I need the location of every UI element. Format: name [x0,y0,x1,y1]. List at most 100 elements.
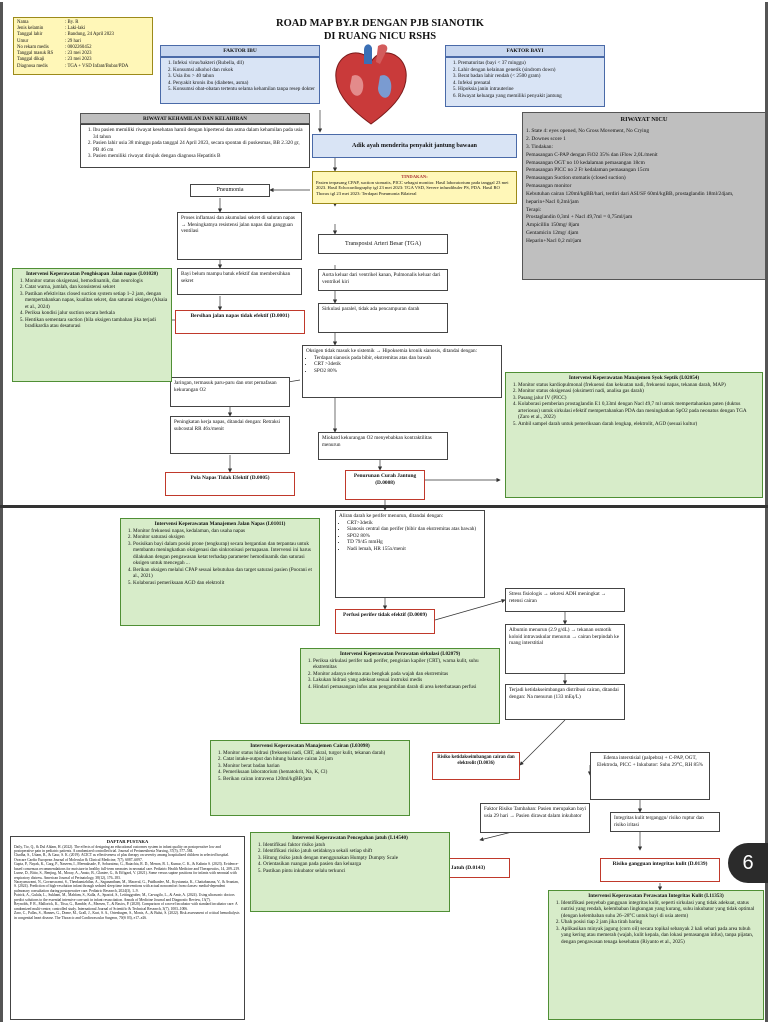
heart-illustration [326,42,416,132]
intervensi-sirkulasi-list: Periksa sirkulasi perifer nadi perifer, … [304,658,496,691]
patient-info-row: Jenis kelamin: Laki-laki [17,26,149,32]
faktor-bayi-item: Prematuritas (bayi < 37 minggu) [458,60,601,67]
patient-info-row: No rekam medis: 0002260452 [17,45,149,51]
riwayat-nicu-line: Prostaglandin 0,3ml + Nacl 49,7ml = 0,75… [526,214,633,221]
ketidakseimbangan-distribusi-node: Terjadi ketidakseimbangan distribusi cai… [505,684,625,720]
patient-info-row: Tanggal lahir: Bandung, 24 April 2023 [17,32,149,38]
riwayat-kehamilan-item: Pasien lahir usia 38 minggu pada tanggal… [93,140,306,153]
tindakan-text: Pasien terpasang CPAP, suction stomatis,… [316,179,509,197]
miokard-node: Miokard kekurangan O2 menyebabkan kontra… [318,432,448,460]
intervensi-item: Identifikasi penyebab gangguan integrita… [561,900,760,920]
intervensi-item: Kolaborasi pemberian prostaglandin E1 0,… [518,401,759,421]
intervensi-manajemen-jalan-napas-list: Monitor frekuensi napas, kedalaman, dan … [124,528,316,587]
pneumonia-node: Pneumonia [190,184,270,197]
patient-info-value: : 0002260452 [65,44,92,50]
tindakan-box: TINDAKAN: Pasien terpasang CPAP, suction… [312,171,517,204]
oksigen-node: Oksigen tidak masuk ke sistemik → Hipoks… [302,345,502,398]
faktor-ibu-item: Penyakit kronis ibu (diabetes, asma) [173,80,316,87]
daftar-pustaka-entry: Narayanswami, N., Govanswami, S., Thenka… [14,880,239,893]
daftar-pustaka-entry: Daily, Tio, Q., & Dul Ahlam, H. (2022). … [14,844,221,853]
patient-info-value: : By. R [65,20,79,25]
aliran-darah-node: Aliran darah ke perifer menurun, ditanda… [335,510,485,598]
intervensi-sirkulasi-title: Intervensi Keperawatan Perawatan sirkula… [339,651,461,657]
diagnosis-pola-napas: Pola Napas Tidak Efektif (D.0005) [165,472,295,496]
riwayat-nicu-line: Gentamicin 12mg/ 4jam [526,230,579,237]
faktor-bayi-item: Lahir dengan kelainan genetik (sindrom d… [458,67,601,74]
faktor-bayi-box: Prematuritas (bayi < 37 minggu)Lahir den… [445,57,605,107]
faktor-bayi-item: Riwayat keluarga yang memiliki penyakit … [458,93,601,100]
patient-info-label: Nama [17,20,29,25]
intervensi-penghisapan-title: Intervensi Keperawatan Penghisapan Jalan… [25,271,158,277]
riwayat-nicu-line: Pemasangan OGT no 10 kedalaman pemasanga… [526,159,645,166]
diagnosis-penurunan-curah-jantung: Penurunan Curah Jantung (D.0008) [345,470,425,500]
faktor-risiko-node: Faktor Risiko Tambahan: Pasien merupakan… [480,803,590,833]
daftar-pustaka-title: DAFTAR PUSTAKA [106,839,149,844]
intervensi-item: Monitor berat badan harian [223,763,406,770]
daftar-pustaka-entry: Patrick, A., Gulala, L., Sukhani, M., Ma… [14,893,235,902]
faktor-ibu-item: Konsumsi obat-obatan tertentu selama keh… [173,86,316,93]
oksigen-item: CRT >3detik [314,361,498,368]
oksigen-item: Terdapat sianosis pada bibir, ekstremita… [314,355,498,362]
patient-info-value: : Laki-laki [65,26,86,32]
faktor-ibu-list: Infeksi virus/bakteri (Rubella, dll)Kons… [164,60,316,93]
patient-info-value: : TGA + VSD Infant/Bubar/PDA [65,63,129,69]
riwayat-nicu-line: 1. State 4: eyes opened, No Gross Moveme… [526,128,650,135]
diagnosis-perfusi-perifer: Perfusi perifer tidak efektif (D.0009) [335,609,435,634]
daftar-pustaka-box: DAFTAR PUSTAKA Daily, Tio, Q., & Dul Ahl… [10,836,245,1020]
intervensi-manajemen-cairan-box: Intervensi Keperawatan Manajemen Cairan … [210,740,410,816]
faktor-bayi-item: Berat badan lahir rendah (< 2500 gram) [458,73,601,80]
diagnosis-risiko-integritas-kulit: Risiko gangguan integritas kulit (D.0139… [600,858,720,882]
daftar-pustaka-list: Daily, Tio, Q., & Dul Ahlam, H. (2022). … [14,845,241,920]
riwayat-nicu-line: Pemasangan monitor [526,183,572,190]
patient-info-label: Diagnosa medis [17,63,48,69]
intervensi-item: Berikan cairan intravena 120ml/kgBB/jam [223,776,406,783]
jaringan-node: Jaringan, termasuk paru-paru dan otot pe… [170,377,290,407]
intervensi-item: Lakukan hidrasi yang adekuat sesuai inst… [313,677,496,684]
intervensi-penghisapan-box: Intervensi Keperawatan Penghisapan Jalan… [12,268,172,382]
daftar-pustaka-entry: Reynolds, P. R., Mallorick, K., Titsu, G… [14,902,238,911]
intervensi-item: Ambil sampel darah untuk pemeriksaan dar… [518,421,759,428]
riwayat-nicu-line: 3. Tindakan: [526,143,553,150]
bayi-belum-node: Bayi belum mampu batuk efektif dan membe… [177,268,302,295]
roadmap-subtitle: DI RUANG NICU RSHS [323,31,437,42]
faktor-bayi-list: Prematuritas (bayi < 37 minggu)Lahir den… [449,60,601,99]
aliran-darah-item: CRT>3detik [347,520,481,527]
patient-info-row: Tanggal dikaji: 23 mei 2023 [17,57,149,63]
tindakan-title: TINDAKAN: [401,174,428,179]
riwayat-nicu-line: Heparin+Nacl 0,2 ml/jam [526,237,582,244]
intervensi-item: Aplikasikan minyak jagung (corn oil) sec… [561,926,760,946]
intervensi-item: Catat intake-output dan hitung balance c… [223,756,406,763]
transposisi-node: Transposisi Arteri Besar (TGA) [318,234,448,254]
patient-info-label: Tanggal dikaji [17,57,45,63]
intervensi-item: Periksa kondisi jalur suction secara ber… [25,310,168,317]
sirkulasi-node: Sirkulasi paralel, tidak ada pencampuran… [318,303,448,333]
patient-info-label: Tanggal masuk RS [17,51,54,57]
riwayat-nicu-line: Pemasangan C-PAP dengan FiO2 35% dan iFl… [526,151,658,158]
intervensi-integritas-kulit-list: Identifikasi penyebab gangguan integrita… [552,900,760,946]
intervensi-item: Identifikasi risiko jatuh setidaknya sek… [263,848,446,855]
faktor-bayi-item: Hipoksia janin intrauterine [458,86,601,93]
oksigen-text: Oksigen tidak masuk ke sistemik → Hipoks… [306,348,478,354]
aliran-darah-list: CRT>3detikSianosis central dan perifer (… [339,520,481,553]
riwayat-nicu-line: Terapi: [526,206,542,213]
intervensi-penghisapan-list: Monitor status oksigenasi, hemodinamik, … [16,278,168,330]
albumin-node: Albumin menurun (2.9 g/dL) → tekanan osm… [505,624,625,674]
faktor-bayi-title: FAKTOR BAYI [445,45,605,57]
intervensi-item: Hitung risiko jatuh dengan menggunakan H… [263,855,446,862]
faktor-ibu-item: Usia ibu > 40 tahun [173,73,316,80]
intervensi-syok-septik-title: Intervensi Keperawatan Manajemen Syok Se… [568,375,700,381]
aliran-darah-item: SPO2 80% [347,533,481,540]
riwayat-kehamilan-list: Ibu pasien memiliki riwayat kesehatan ha… [84,127,306,160]
daftar-pustaka-entry: Zaro, C., Pallas, S., Hannes, G., Dome, … [14,911,240,920]
intervensi-syok-septik-box: Intervensi Keperawatan Manajemen Syok Se… [505,372,763,498]
intervensi-item: Orientasikan ruangan pada pasien dan kel… [263,861,446,868]
riwayat-nicu-box: RIWAYAT NICU 1. State 4: eyes opened, No… [522,112,766,280]
proses-inflamasi-node: Proses inflamasi dan akumulasi sekret di… [177,212,302,260]
intervensi-pencegahan-jatuh-list: Identifikasi faktor risiko jatuhIdentifi… [254,842,446,875]
diagnosis-bersihan-jalan-napas: Bersihan jalan napas tidak efektif (D.00… [175,310,305,334]
intervensi-item: Identifikasi faktor risiko jatuh [263,842,446,849]
faktor-ibu-title: FAKTOR IBU [160,45,320,57]
riwayat-nicu-line: Ampicillin 150mg/ 8jam [526,222,580,229]
